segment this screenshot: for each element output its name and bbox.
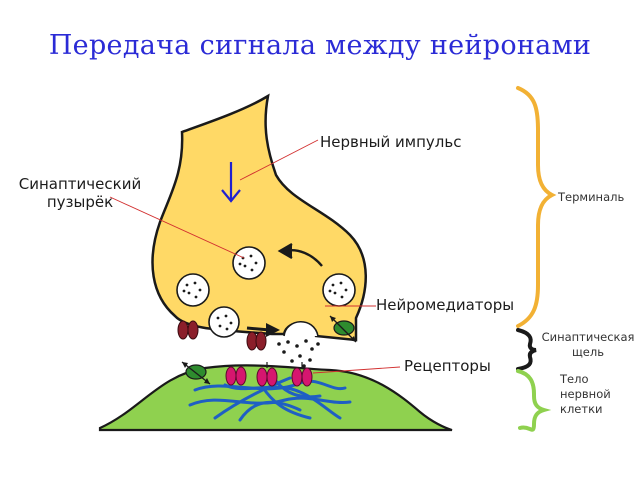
synaptic-cleft-brace: [516, 328, 537, 371]
cell-body-shape: [98, 364, 453, 432]
label-cell-body-line1: Тело: [560, 372, 589, 386]
receptor-markers: [266, 362, 303, 368]
terminal-brace: [516, 86, 557, 328]
label-synaptic-vesicle-line1: Синаптический: [18, 175, 142, 193]
cell-body-brace: [516, 369, 552, 432]
fusing-vesicle: [283, 321, 319, 337]
impulse-arrow: [221, 162, 241, 203]
label-receptors: Рецепторы: [404, 357, 491, 375]
label-synaptic-vesicle: Синаптический пузырёк: [14, 175, 146, 211]
recycling-arrow: [277, 242, 323, 267]
label-nerve-impulse: Нервный импульс: [320, 133, 462, 151]
presynaptic-receptors: [177, 320, 267, 351]
vesicle: [208, 306, 240, 338]
label-cell-body: Тело нервной клетки: [560, 372, 611, 417]
label-synaptic-vesicle-line2: пузырёк: [46, 193, 114, 211]
synaptic-vesicles: [176, 246, 356, 338]
label-synaptic-cleft: Синаптическая щель: [538, 330, 638, 360]
neurotransmitter-molecules: [277, 339, 320, 368]
vesicle: [232, 246, 266, 280]
label-terminal: Терминаль: [558, 190, 625, 204]
vesicle: [176, 273, 210, 307]
release-arrow: [246, 323, 280, 337]
postsynaptic-receptors: [225, 366, 313, 387]
vesicle: [322, 273, 356, 307]
page-title: Передача сигнала между нейронами: [48, 30, 592, 61]
label-neurotransmitters: Нейромедиаторы: [376, 296, 515, 314]
presynaptic-transporter: [329, 315, 357, 343]
label-cell-body-line2: нервной: [560, 387, 611, 401]
label-cell-body-line3: клетки: [560, 402, 603, 416]
pointer-lines: [109, 139, 401, 374]
postsynaptic-transporter: [181, 361, 211, 385]
label-synaptic-cleft-line1: Синаптическая: [541, 330, 635, 344]
label-synaptic-cleft-line2: щель: [571, 345, 605, 359]
presynaptic-terminal: [151, 93, 367, 342]
